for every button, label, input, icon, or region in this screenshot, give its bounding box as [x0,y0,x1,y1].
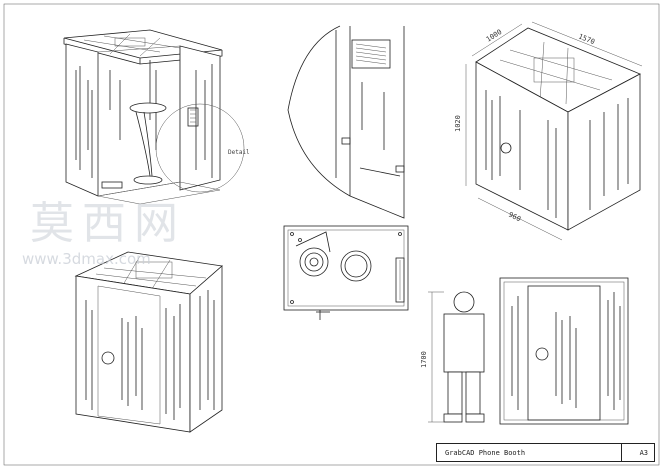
dim-depth-text: 1570 [577,32,596,46]
watermark-url: www.3dmax.com [22,250,151,268]
sheet-border [3,3,660,466]
view-closed-booth-isometric: 1000 1570 1020 960 [454,21,643,241]
elevation-door-handle [535,347,549,361]
title-block-divider [621,444,622,461]
view-top-section [283,225,409,320]
front-door-handle [101,351,115,365]
title-block: GrabCAD Phone Booth A3 [436,443,655,462]
view-open-booth-isometric: Detail [63,29,250,205]
door-handle [500,142,512,154]
view-person-scale: 1700 [420,291,485,423]
watermark-text: 莫西网 [30,198,186,249]
view-front-elevation [499,277,629,425]
stool-base [133,175,163,185]
view-detail-closeup [287,25,405,219]
elevation-door [527,285,601,421]
door-panel [97,285,161,425]
detail-label: Detail [228,149,250,156]
dim-base-text: 960 [507,211,522,224]
vent-grille [351,39,391,69]
dim-width-text: 1000 [485,28,504,44]
dim-person-height-text: 1700 [420,351,428,368]
detail-circle [155,103,245,193]
view-front-isometric [74,251,223,433]
stool-seat [129,102,167,114]
dim-height-text: 1020 [454,115,462,132]
sheet-size: A3 [639,449,648,457]
drawing-title: GrabCAD Phone Booth [445,449,526,457]
